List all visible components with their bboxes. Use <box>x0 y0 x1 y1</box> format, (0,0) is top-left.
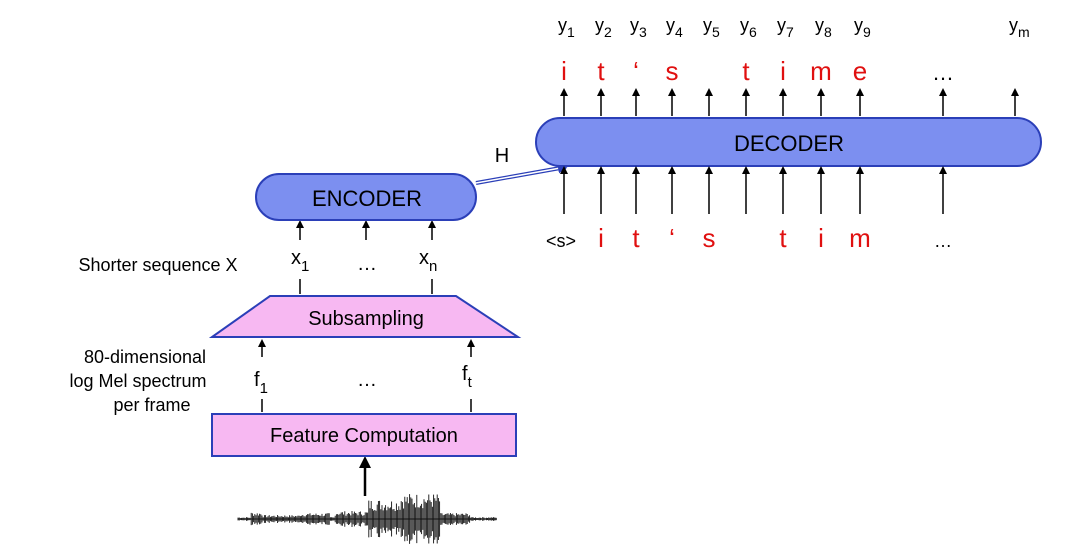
subsampling-label: Subsampling <box>308 308 424 330</box>
hidden-state-label: H <box>495 145 509 167</box>
frame-label: f1 <box>254 369 268 397</box>
audio-waveform <box>237 494 497 544</box>
decoder-output-label: y6 <box>740 15 757 40</box>
frame-ellipsis: … <box>357 369 377 391</box>
decoder-input-token: t <box>632 223 640 253</box>
encoder-label: ENCODER <box>312 186 422 211</box>
spectrum-label-line3: per frame <box>113 395 190 415</box>
start-token: <s> <box>546 231 576 251</box>
decoder-output-label: y5 <box>703 15 720 40</box>
feature-computation-label: Feature Computation <box>270 425 458 447</box>
decoder-input-token: ‘ <box>669 223 675 253</box>
encoder-input-label: x1 <box>291 247 309 275</box>
hidden-state-arrow <box>475 163 568 185</box>
spectrum-label-line1: 80-dimensional <box>84 347 206 367</box>
spectrum-label-line2: log Mel spectrum <box>69 371 206 391</box>
decoder-input-token: s <box>703 223 716 253</box>
decoder-input-token: i <box>818 223 824 253</box>
encoder-input-ellipsis: … <box>357 253 377 275</box>
feature-computation-box: Feature Computation <box>211 413 517 457</box>
decoder-output-label: y3 <box>630 15 647 40</box>
decoder-output-token: i <box>561 56 567 86</box>
decoder-output-label: y4 <box>666 15 683 40</box>
subsampling-block: Subsampling <box>208 295 522 338</box>
encoder-input-label: xn <box>419 247 437 275</box>
decoder-output-token: m <box>810 56 832 86</box>
decoder-output-label: y7 <box>777 15 794 40</box>
decoder-output-token: t <box>597 56 605 86</box>
decoder-label: DECODER <box>734 131 844 156</box>
decoder-output-label: y8 <box>815 15 832 40</box>
decoder-output-token: i <box>780 56 786 86</box>
decoder-output-token: ‘ <box>633 56 639 86</box>
decoder-output-label: y2 <box>595 15 612 40</box>
decoder-output-label: ym <box>1009 15 1030 40</box>
decoder-output-label: y9 <box>854 15 871 40</box>
decoder-box: DECODER <box>535 117 1042 167</box>
decoder-output-ellipsis: … <box>932 60 954 85</box>
encoder-box: ENCODER <box>255 173 477 221</box>
frame-label: ft <box>462 363 473 391</box>
shorter-sequence-label: Shorter sequence X <box>78 255 237 275</box>
decoder-input-token: i <box>598 223 604 253</box>
decoder-output-token: t <box>742 56 750 86</box>
decoder-output-token: e <box>853 56 867 86</box>
decoder-output-label: y1 <box>558 15 575 40</box>
decoder-input-token: t <box>779 223 787 253</box>
decoder-output-token: s <box>666 56 679 86</box>
decoder-input-token: m <box>849 223 871 253</box>
decoder-input-token: … <box>934 231 952 251</box>
